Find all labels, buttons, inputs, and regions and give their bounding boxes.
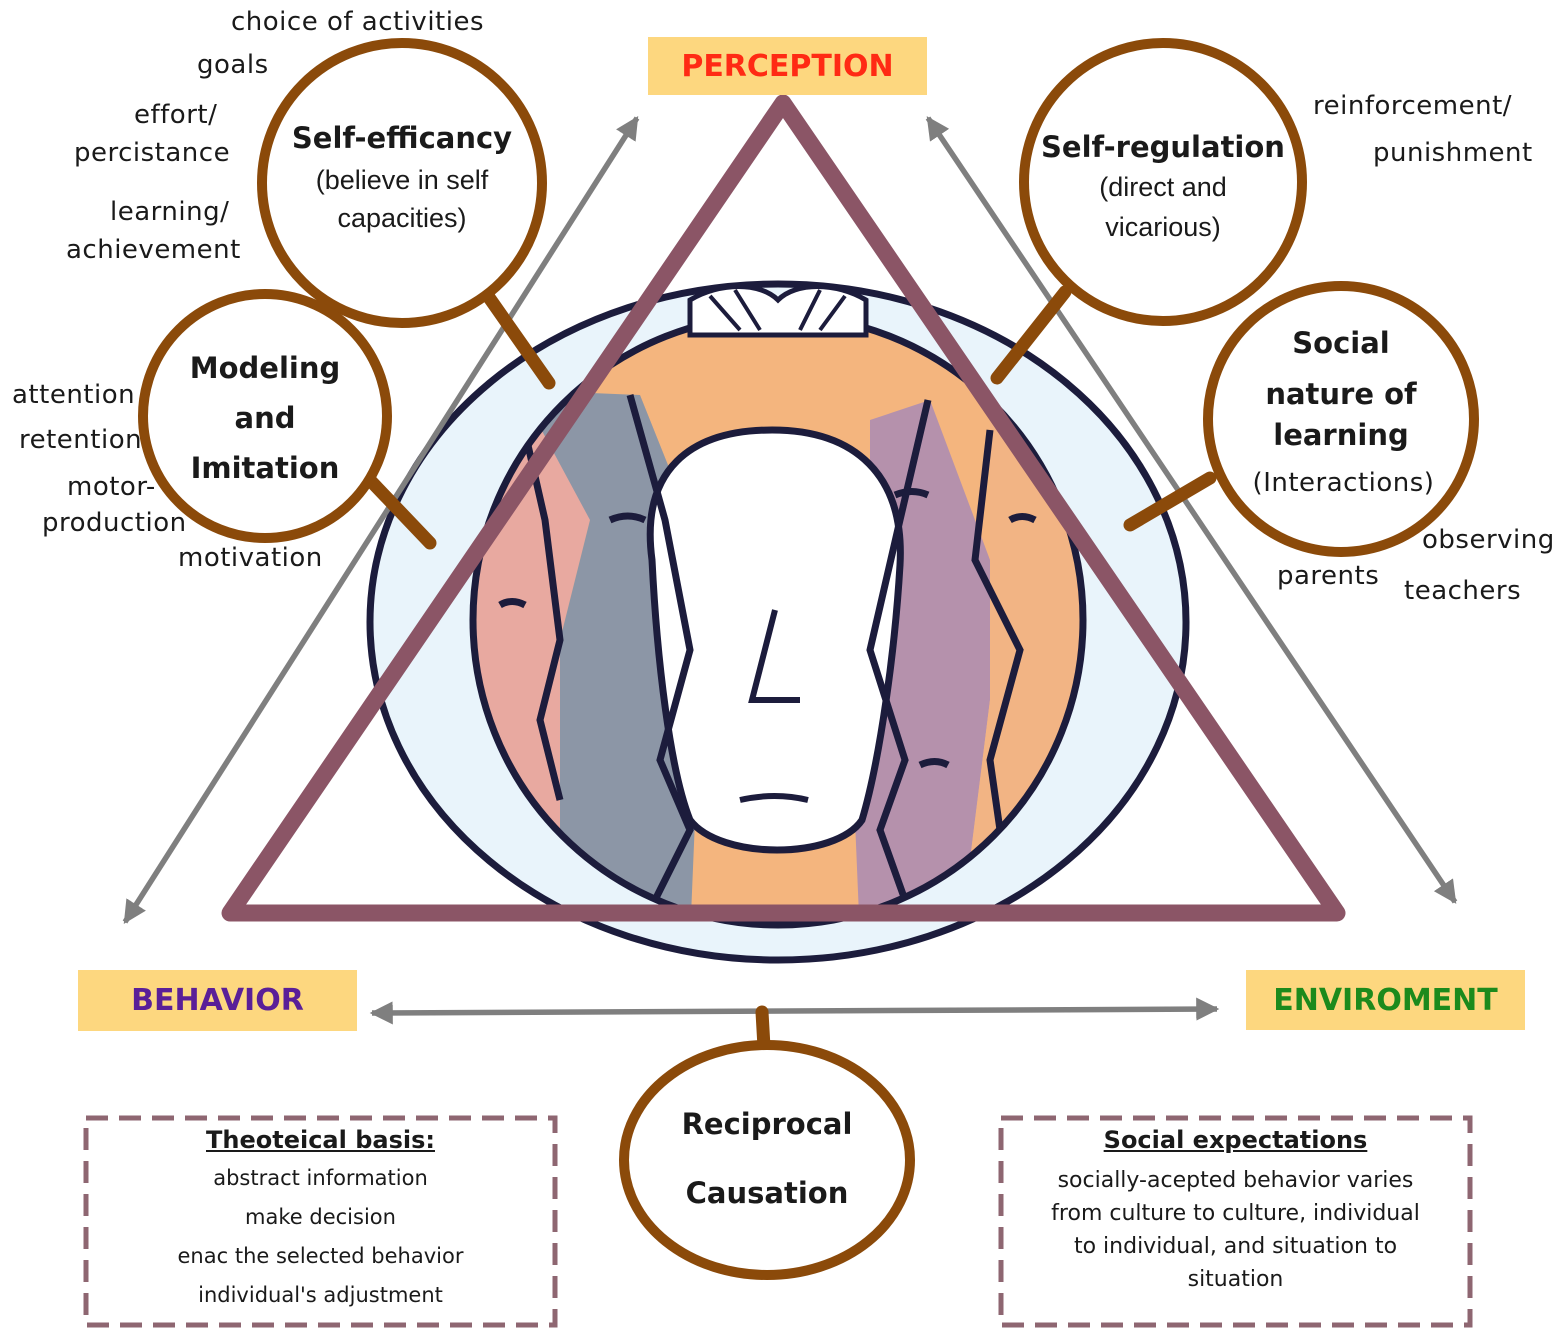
annotation-percistance: percistance <box>74 138 231 168</box>
social-box-border <box>998 1115 1473 1328</box>
theoretical-line-4: individual's adjustment <box>198 1283 443 1307</box>
self-efficacy-subtitle-1: (believe in self <box>315 165 489 195</box>
annotation-parents: parents <box>1277 561 1380 591</box>
annotation-production: production <box>42 508 187 538</box>
theoretical-line-1: abstract information <box>213 1166 428 1190</box>
self-regulation-subtitle-2: vicarious) <box>1105 212 1221 242</box>
social-expectations-box: Social expectations socially-acepted beh… <box>1001 1126 1470 1292</box>
behavior-label: BEHAVIOR <box>78 970 357 1031</box>
self-regulation-title: Self-regulation <box>1041 130 1285 164</box>
social-nature-subtitle: (Interactions) <box>1252 468 1435 498</box>
environment-label: ENVIROMENT <box>1246 970 1525 1030</box>
arrow-behavior-environment <box>369 997 1220 1025</box>
theoretical-line-3: enac the selected behavior <box>177 1244 464 1268</box>
theoretical-basis-title: Theoteical basis: <box>206 1126 435 1154</box>
social-nature-circle <box>1203 281 1479 557</box>
modeling-title-1: Modeling <box>189 351 341 385</box>
annotation-retention: retention <box>19 425 143 455</box>
modeling-title-3: Imitation <box>190 451 340 485</box>
social-nature-title-2: nature of <box>1265 377 1417 411</box>
theoretical-basis-box: Theoteical basis: abstract information m… <box>86 1126 555 1307</box>
social-expectations-title: Social expectations <box>1103 1126 1368 1154</box>
annotation-learning: learning/ <box>110 197 230 227</box>
faces-illustration <box>366 280 1190 964</box>
self-efficacy-title: Self-efficancy <box>291 121 513 155</box>
concept-circles <box>138 38 1479 1280</box>
self-efficacy-subtitle-2: capacities) <box>337 203 467 233</box>
annotation-attention: attention <box>12 380 136 410</box>
reciprocal-circle <box>619 1040 915 1280</box>
self-efficacy-circle <box>257 38 547 328</box>
self-regulation-subtitle-1: (direct and <box>1099 172 1227 202</box>
modeling-title-2: and <box>234 401 296 435</box>
annotation-choice-of-activities: choice of activities <box>231 7 485 37</box>
social-nature-title-3: learning <box>1273 418 1409 452</box>
social-nature-title-1: Social <box>1292 326 1390 360</box>
annotation-punishment: punishment <box>1373 138 1533 168</box>
social-expectations-line-1: socially-acepted behavior varies <box>1057 1168 1414 1193</box>
annotation-goals: goals <box>197 50 269 80</box>
annotation-achievement: achievement <box>66 235 241 265</box>
arrow-behavior-perception <box>122 116 640 924</box>
annotation-motivation: motivation <box>178 543 323 573</box>
annotation-observing: observing <box>1422 525 1555 555</box>
self-regulation-circle <box>1019 38 1307 326</box>
social-expectations-line-3: to individual, and situation to <box>1073 1234 1398 1259</box>
annotation-effort: effort/ <box>134 100 218 130</box>
reciprocal-triangle <box>221 94 1346 922</box>
social-expectations-line-4: situation <box>1187 1267 1284 1292</box>
annotation-teachers: teachers <box>1404 576 1522 606</box>
modeling-circle <box>138 289 392 543</box>
annotation-motor: motor- <box>67 472 156 502</box>
theoretical-line-2: make decision <box>245 1205 396 1229</box>
reciprocal-title-1: Reciprocal <box>681 1107 853 1141</box>
perception-label: PERCEPTION <box>648 37 927 95</box>
annotation-reinforcement: reinforcement/ <box>1313 91 1513 121</box>
theoretical-box-border <box>83 1115 558 1328</box>
arrow-perception-environment <box>925 116 1458 904</box>
reciprocal-title-2: Causation <box>685 1176 849 1210</box>
social-expectations-line-2: from culture to culture, individual <box>1051 1201 1420 1226</box>
